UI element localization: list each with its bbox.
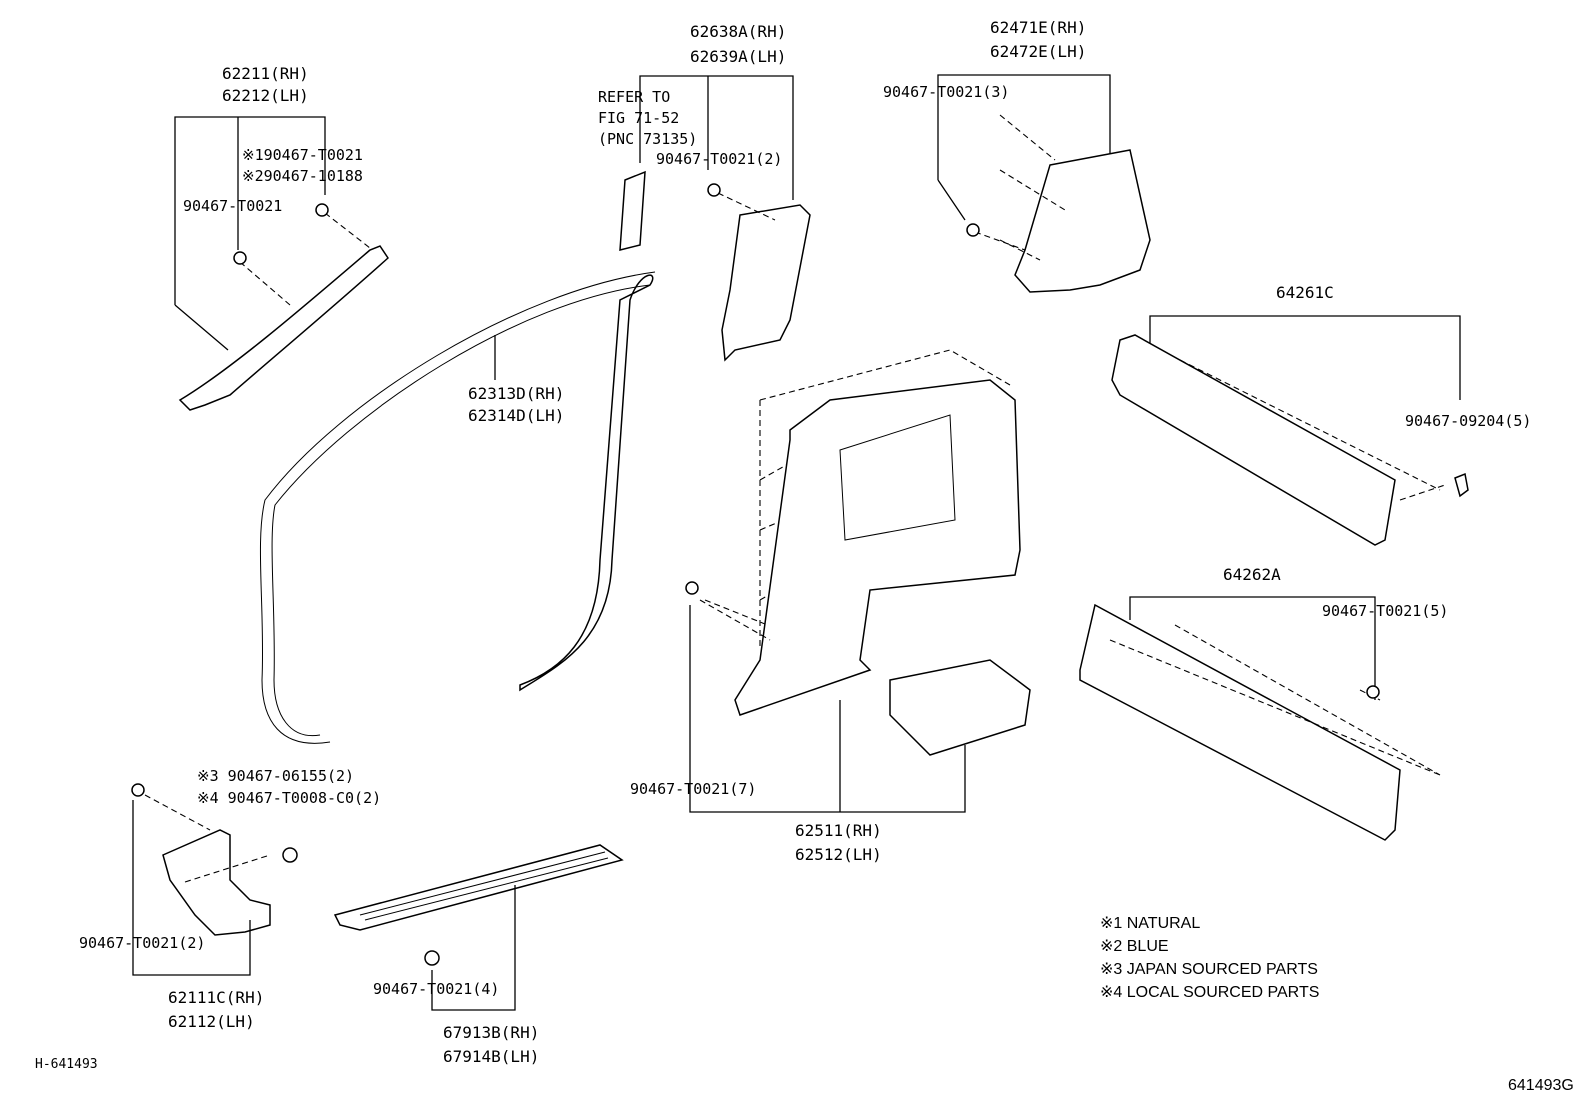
figure-code-right: 641493G: [1508, 1077, 1574, 1094]
door-scuff-rh-label: 67913B(RH): [443, 1023, 539, 1042]
quarter-trim-group: 90467-T0021(7) 62511(RH) 62512(LH): [630, 349, 1031, 864]
figure-code-left: H-641493: [35, 1057, 98, 1072]
b-pillar-leader: [639, 75, 794, 200]
clip-icon: [315, 203, 329, 217]
upper-scuff-leader: [1149, 315, 1461, 400]
weatherstrip-rh-label: 62313D(RH): [468, 384, 564, 403]
clip-icon: [424, 950, 440, 966]
clip-icon: [1454, 472, 1469, 498]
clip-icon: [233, 251, 247, 265]
clip-icon: [685, 581, 699, 595]
door-scuff-leader: [431, 885, 516, 1011]
quarter-trim-lh-label: 62512(LH): [795, 845, 882, 864]
cowl-side-trim: [162, 829, 271, 936]
quarter-trim-clip-label: 90467-T0021(7): [630, 780, 756, 798]
b-pillar-clip-dash: [717, 192, 776, 221]
a-pillar-rh-label: 62211(RH): [222, 64, 309, 83]
door-weatherstrip-frame: [259, 271, 656, 744]
b-pillar-refer-line2: FIG 71-52: [598, 109, 679, 127]
c-pillar-trim: [1014, 149, 1151, 293]
cowl-side-lh-label: 62112(LH): [168, 1012, 255, 1031]
door-weatherstrip: [519, 274, 654, 692]
upper-scuff-plate: [1111, 334, 1396, 546]
b-pillar-seatbelt-cover: [619, 170, 646, 251]
a-pillar-clip-dash: [239, 212, 371, 306]
quarter-side-trim: [734, 379, 1021, 716]
c-pillar-rh-label: 62471E(RH): [990, 18, 1086, 37]
legend-item-1: ※1 NATURAL: [1100, 915, 1200, 932]
upper-scuff-group: 64261C 90467-09204(5): [1111, 283, 1531, 546]
a-pillar-clip-note2: ※290467-10188: [242, 167, 363, 185]
quarter-trim-leader: [689, 605, 966, 813]
b-pillar-group: 62638A(RH) 62639A(LH) REFER TO FIG 71-52…: [598, 22, 811, 362]
quarter-trim-clip-dash: [699, 599, 771, 641]
cowl-note3: ※3 90467-06155(2): [197, 767, 354, 785]
door-scuff-lh-label: 67914B(LH): [443, 1047, 539, 1066]
lower-scuff-label: 64262A: [1223, 565, 1281, 584]
b-pillar-refer-line1: REFER TO: [598, 88, 670, 106]
b-pillar-lh-label: 62639A(LH): [690, 47, 786, 66]
a-pillar-trim: [178, 245, 389, 411]
clip-icon: [966, 223, 980, 237]
c-pillar-dash: [974, 114, 1066, 261]
clip-icon: [282, 847, 298, 863]
a-pillar-clip-note1: ※190467-T0021: [242, 146, 363, 164]
weatherstrip-group: 62313D(RH) 62314D(LH): [259, 271, 656, 744]
weatherstrip-lh-label: 62314D(LH): [468, 406, 564, 425]
legend-item-4: ※4 LOCAL SOURCED PARTS: [1100, 984, 1319, 1001]
legend-item-2: ※2 BLUE: [1100, 938, 1169, 955]
door-scuff-group: 90467-T0021(4) 67913B(RH) 67914B(LH): [333, 844, 624, 1066]
legend: ※1 NATURAL ※2 BLUE ※3 JAPAN SOURCED PART…: [1100, 915, 1319, 1001]
b-pillar-rh-label: 62638A(RH): [690, 22, 786, 41]
upper-scuff-clip-label: 90467-09204(5): [1405, 412, 1531, 430]
cowl-side-clip-label: 90467-T0021(2): [79, 934, 205, 952]
b-pillar-refer-line3: (PNC 73135): [598, 130, 697, 148]
quarter-side-window: [839, 414, 956, 541]
b-pillar-clip-label: 90467-T0021(2): [656, 150, 782, 168]
door-scuff-ribs: [359, 851, 609, 921]
b-pillar-trim: [721, 204, 811, 362]
lower-scuff-group: 64262A 90467-T0021(5): [1079, 565, 1448, 841]
lower-scuff-clip-label: 90467-T0021(5): [1322, 602, 1448, 620]
quarter-trim-rh-label: 62511(RH): [795, 821, 882, 840]
clip-icon: [707, 183, 721, 197]
upper-scuff-dash: [1179, 359, 1446, 501]
cowl-note4: ※4 90467-T0008-C0(2): [197, 789, 381, 807]
c-pillar-group: 62471E(RH) 62472E(LH) 90467-T0021(3): [883, 18, 1151, 293]
a-pillar-clip-label: 90467-T0021: [183, 197, 282, 215]
clip-icon: [1366, 685, 1380, 699]
c-pillar-lh-label: 62472E(LH): [990, 42, 1086, 61]
cowl-side-group: ※3 90467-06155(2) ※4 90467-T0008-C0(2) 9…: [79, 767, 381, 1031]
c-pillar-leader: [937, 74, 1111, 221]
upper-scuff-label: 64261C: [1276, 283, 1334, 302]
a-pillar-leader: [174, 116, 326, 351]
cowl-side-rh-label: 62111C(RH): [168, 988, 264, 1007]
cowl-side-dash: [144, 794, 271, 883]
door-scuff-plate: [333, 844, 624, 931]
door-scuff-clip-label: 90467-T0021(4): [373, 980, 499, 998]
cowl-side-leader: [132, 800, 251, 976]
quarter-storage-box: [889, 659, 1031, 756]
a-pillar-lh-label: 62212(LH): [222, 86, 309, 105]
legend-item-3: ※3 JAPAN SOURCED PARTS: [1100, 961, 1318, 978]
lower-scuff-plate: [1079, 603, 1401, 841]
a-pillar-group: 62211(RH) 62212(LH) ※190467-T0021 ※29046…: [174, 64, 389, 411]
clip-icon: [131, 783, 145, 797]
c-pillar-clip-label: 90467-T0021(3): [883, 83, 1009, 101]
lower-scuff-leader: [1129, 596, 1376, 700]
